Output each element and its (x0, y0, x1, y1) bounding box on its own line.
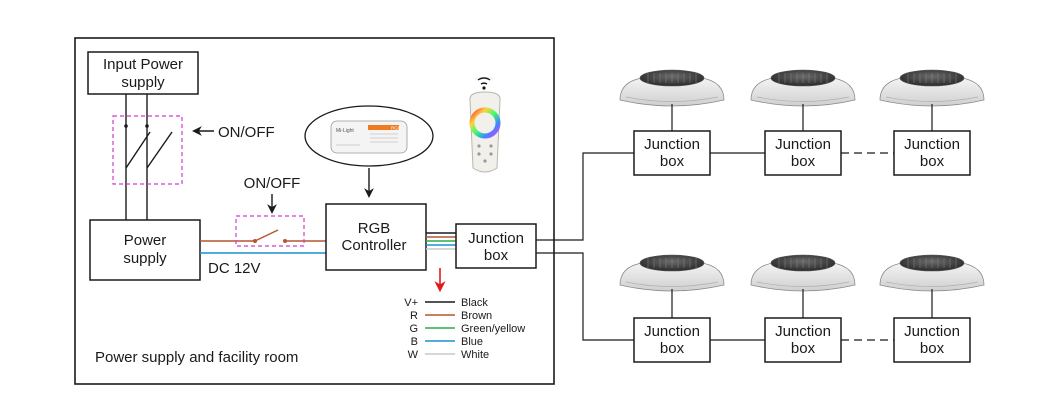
dc-voltage-label: DC 12V (208, 260, 261, 277)
pool-light-icon (619, 254, 725, 292)
legend-wire-name: Green/yellow (461, 323, 525, 335)
lamp-junction-line1: Junction (904, 136, 960, 153)
lamp-junction-line1: Junction (775, 323, 831, 340)
on-off-mid-label: ON/OFF (244, 175, 301, 192)
lamp-junction-line2: box (660, 153, 685, 170)
rgb-controller-device-image: Mi-Light RGB (304, 105, 434, 167)
rgb-controller-line2: Controller (341, 237, 406, 254)
pool-light-icon (879, 69, 985, 107)
legend-row-4: W White (408, 349, 490, 361)
lamp-junction-box (893, 317, 971, 363)
input-power-supply-line1: Input Power (103, 56, 183, 73)
power-supply-line1: Power (124, 232, 167, 249)
on-off-top-label: ON/OFF (218, 124, 275, 141)
pool-light-icon (879, 254, 985, 292)
lamp-junction-box (764, 130, 842, 176)
legend-wire-name: White (461, 349, 489, 361)
legend-wire-name: Black (461, 297, 488, 309)
main-junction-line2: box (484, 247, 509, 264)
lamp-junction-line2: box (660, 340, 685, 357)
main-junction-line1: Junction (468, 230, 524, 247)
legend-code: W (408, 349, 419, 361)
pool-light-icon (750, 254, 856, 292)
main-junction-box: Junction box (455, 223, 537, 269)
lamp-junction-line2: box (920, 340, 945, 357)
legend-code: G (409, 323, 418, 335)
legend-code: B (411, 336, 418, 348)
power-supply-line2: supply (123, 250, 167, 267)
lamp-junction-line2: box (920, 153, 945, 170)
legend-wire-name: Brown (461, 310, 492, 322)
controller-brand-text: Mi-Light (336, 128, 354, 134)
rgb-controller-line1: RGB (358, 220, 391, 237)
input-power-supply-line2: supply (121, 74, 165, 91)
lamp-junction-box (633, 130, 711, 176)
legend-wire-name: Blue (461, 336, 483, 348)
lamp-junction-line1: Junction (644, 323, 700, 340)
rgb-controller-box: RGB Controller (325, 203, 427, 271)
lamp-junction-line1: Junction (775, 136, 831, 153)
lamp-junction-line2: box (791, 153, 816, 170)
legend-row-3: B Blue (411, 336, 483, 348)
facility-room-frame (74, 37, 555, 385)
legend-code: V+ (404, 297, 418, 309)
pool-light-icon (619, 69, 725, 107)
lamp-junction-box (633, 317, 711, 363)
lamp-junction-box (893, 130, 971, 176)
lamp-junction-line1: Junction (644, 136, 700, 153)
lamp-junction-line1: Junction (904, 323, 960, 340)
controller-badge-text: RGB (391, 126, 401, 131)
lamp-junction-line2: box (791, 340, 816, 357)
power-supply-box: Power supply (89, 219, 201, 281)
pool-light-icon (750, 69, 856, 107)
main-switch-dashed-box (112, 115, 183, 185)
legend-row-2: G Green/yellow (409, 323, 525, 335)
rgb-remote-image (469, 77, 501, 173)
legend-row-0: V+ Black (404, 297, 488, 309)
facility-room-label: Power supply and facility room (95, 349, 298, 366)
legend-code: R (410, 310, 418, 322)
legend-row-1: R Brown (410, 310, 492, 322)
input-power-supply-box: Input Power supply (87, 51, 199, 95)
